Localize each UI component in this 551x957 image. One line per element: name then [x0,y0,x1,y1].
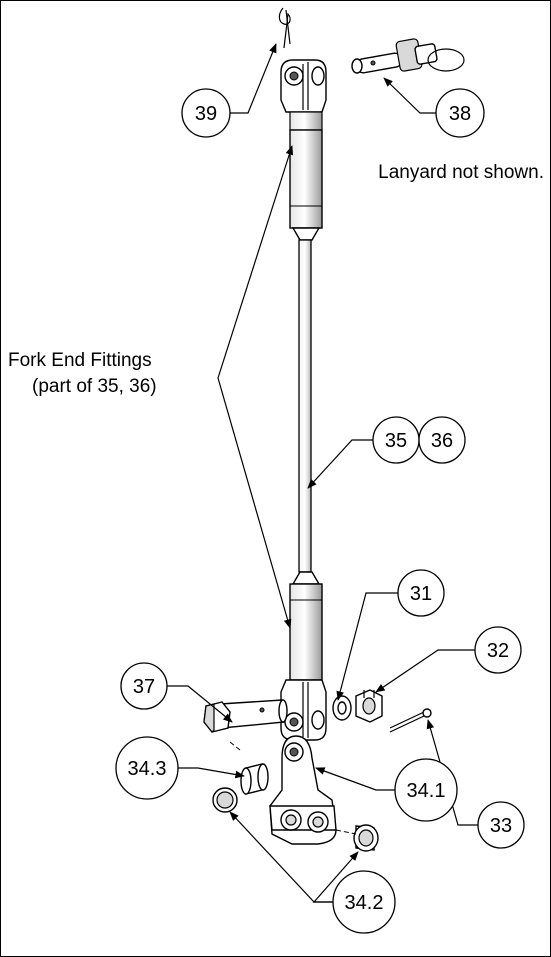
callout-34-1-label: 34.1 [407,780,446,802]
callout-34-3-label: 34.3 [128,758,167,780]
lanyard-note: Lanyard not shown. [378,162,544,183]
callout-35: 35 [372,416,420,464]
callout-39-label: 39 [195,103,217,125]
callout-38: 38 [435,88,485,138]
r-clip-pin-39 [278,7,291,49]
callout-33: 33 [477,801,525,849]
callout-34-2: 34.2 [332,870,396,934]
washer-31 [332,695,352,721]
callout-33-label: 33 [490,815,512,837]
callout-37: 37 [120,662,168,710]
clevis-bolt-37 [203,699,288,733]
callout-32-label: 32 [487,640,509,662]
bushing-34-2-left [212,787,238,813]
callout-36: 36 [418,416,466,464]
tie-rod-35-36 [298,239,312,573]
alignment-line-bushing [229,741,241,751]
callout-38-label: 38 [449,103,471,125]
callout-35-label: 35 [385,430,407,452]
leader-lines [167,43,478,903]
bushing-34-3 [240,763,269,795]
bracket-34-1 [269,735,337,845]
callout-34-3: 34.3 [115,736,179,800]
lower-fork-end-fitting [280,571,327,741]
fork-end-fittings-sublabel: (part of 35, 36) [32,376,157,397]
callout-36-label: 36 [431,430,453,452]
quick-release-pin-38 [351,38,465,74]
cotter-pin-33 [389,708,432,733]
bushing-34-2-right [353,824,379,852]
fork-end-fittings-label: Fork End Fittings [8,350,152,371]
callout-34-1: 34.1 [394,758,458,822]
callout-34-2-label: 34.2 [345,892,384,914]
castle-nut-32 [355,689,383,723]
callout-31-label: 31 [410,583,432,605]
callout-32: 32 [474,626,522,674]
upper-fork-end-fitting [280,59,327,241]
callout-39: 39 [181,88,231,138]
callout-37-label: 37 [133,676,155,698]
callout-31: 31 [397,569,445,617]
alignment-line-right [335,829,357,835]
